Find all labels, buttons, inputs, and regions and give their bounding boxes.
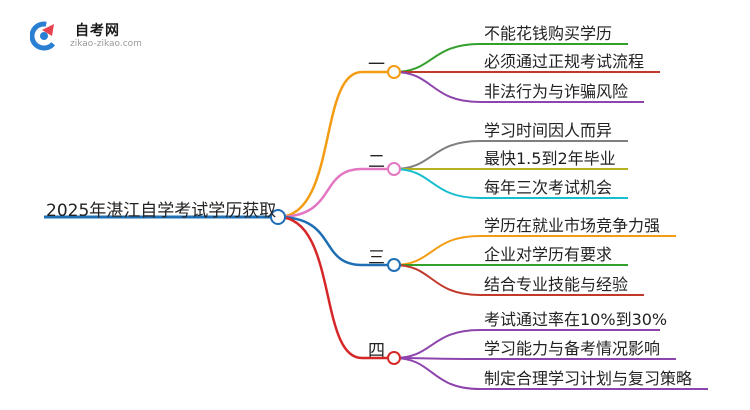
leaf-topic-label: 考试通过率在10%到30%	[484, 310, 668, 329]
leaf-topic-label: 每年三次考试机会	[484, 178, 613, 197]
branch-node	[387, 258, 401, 272]
site-logo: 自考网 zikao-zikao.com	[30, 18, 160, 54]
leaf-topic-label: 企业对学历有要求	[484, 245, 613, 264]
logo-url: zikao-zikao.com	[70, 39, 142, 49]
leaf-edge	[393, 264, 481, 296]
branch-edge	[277, 215, 363, 267]
leaf-topic-label: 结合专业技能与经验	[484, 275, 629, 294]
leaf-edge	[393, 43, 481, 73]
leaf-topic-label: 学习能力与备考情况影响	[484, 339, 661, 358]
branch-topic-label: 四	[368, 341, 385, 361]
leaf-edge	[393, 235, 481, 266]
leaf-topic-label: 制定合理学习计划与复习策略	[484, 369, 693, 388]
branch-edge	[277, 70, 363, 219]
logo-mark-icon	[30, 21, 59, 51]
leaf-edge	[393, 329, 481, 359]
branch-edge	[277, 215, 363, 360]
leaf-edge	[393, 168, 481, 199]
leaf-edge	[393, 71, 481, 103]
root-topic-label: 2025年湛江自学考试学历获取	[46, 201, 277, 221]
leaf-topic-label: 学习时间因人而异	[484, 121, 613, 140]
leaf-edge	[393, 140, 481, 170]
branch-node	[387, 65, 401, 79]
leaf-topic-label: 不能花钱购买学历	[484, 24, 613, 43]
leaf-topic-label: 必须通过正规考试流程	[484, 52, 645, 71]
leaf-topic-label: 非法行为与诈骗风险	[484, 82, 629, 101]
leaf-topic-label: 最快1.5到2年毕业	[484, 149, 616, 168]
branch-node	[387, 162, 401, 176]
branch-topic-label: 三	[368, 248, 385, 268]
branch-topic-label: 二	[368, 152, 385, 172]
branch-node	[387, 351, 401, 365]
leaf-edge	[393, 357, 481, 390]
root-node	[270, 209, 286, 225]
branch-topic-label: 一	[368, 55, 385, 75]
branch-edge	[277, 167, 363, 219]
leaf-topic-label: 学历在就业市场竞争力强	[484, 216, 661, 235]
logo-name: 自考网	[75, 23, 120, 39]
